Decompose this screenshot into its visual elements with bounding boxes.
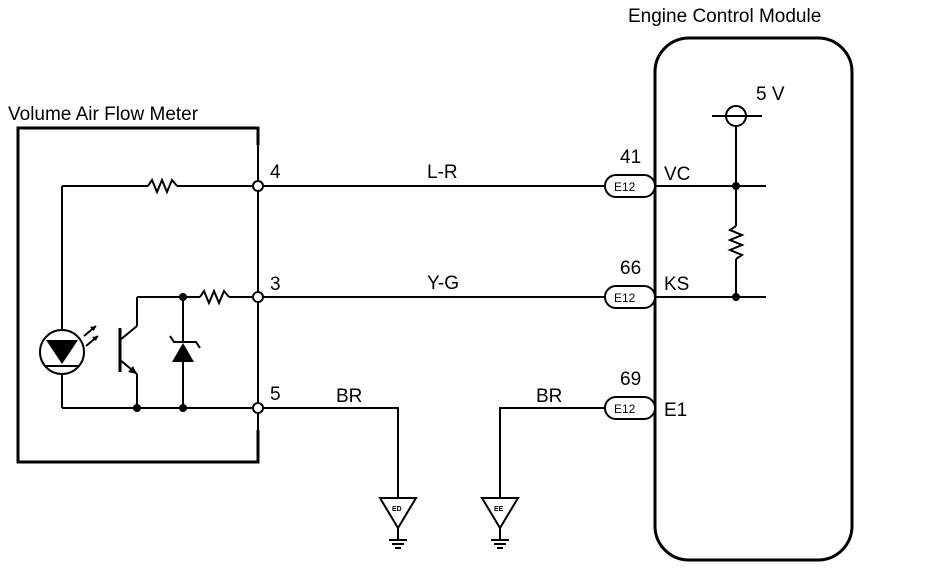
connector-e12-ks: E12 [604, 285, 656, 309]
vaf-pin-3: 3 [270, 274, 281, 295]
wire-color-l-r: L-R [427, 162, 458, 183]
zener-diode-icon [169, 297, 201, 408]
vaf-resistor-middle-icon [199, 288, 254, 306]
power-supply-icon [712, 105, 762, 186]
ecm-terminal-vc: VC [664, 164, 690, 185]
connector-label: E12 [614, 180, 636, 194]
vaf-pin-5: 5 [270, 384, 281, 405]
ecm-resistor-icon [727, 186, 745, 297]
ecm-title: Engine Control Module [628, 6, 821, 27]
ecm-terminal-ks: KS [664, 274, 689, 295]
phototransistor-icon [118, 297, 138, 408]
ground-icon [480, 497, 520, 549]
ground-icon [378, 497, 418, 549]
connector-label: E12 [614, 402, 636, 416]
vaf-pin-4: 4 [270, 162, 281, 183]
ground-label-ed: ED [392, 506, 402, 513]
ecm-pin-41: 41 [620, 147, 641, 168]
ground-label-ee: EE [494, 506, 504, 513]
wire-color-br-1: BR [336, 386, 362, 407]
wire-color-br-2: BR [536, 386, 562, 407]
ecm-pin-69: 69 [620, 369, 641, 390]
vaf-terminal-5 [252, 402, 264, 414]
ecm-pin-66: 66 [620, 258, 641, 279]
wire-color-y-g: Y-G [427, 273, 459, 294]
wire-br-ecm [499, 407, 605, 498]
ecm-terminal-e1: E1 [664, 400, 687, 421]
connector-e12-e1: E12 [604, 396, 656, 420]
connector-e12-vc: E12 [604, 174, 656, 198]
supply-voltage: 5 V [756, 84, 785, 105]
vaf-terminal-3 [252, 291, 264, 303]
vaf-title: Volume Air Flow Meter [8, 104, 199, 125]
led-icon [39, 325, 99, 408]
vaf-resistor-upper-icon [62, 177, 254, 195]
vaf-terminal-4 [252, 180, 264, 192]
connector-label: E12 [614, 291, 636, 305]
vaf-housing [16, 126, 260, 464]
wire-br-vaf [263, 407, 399, 498]
